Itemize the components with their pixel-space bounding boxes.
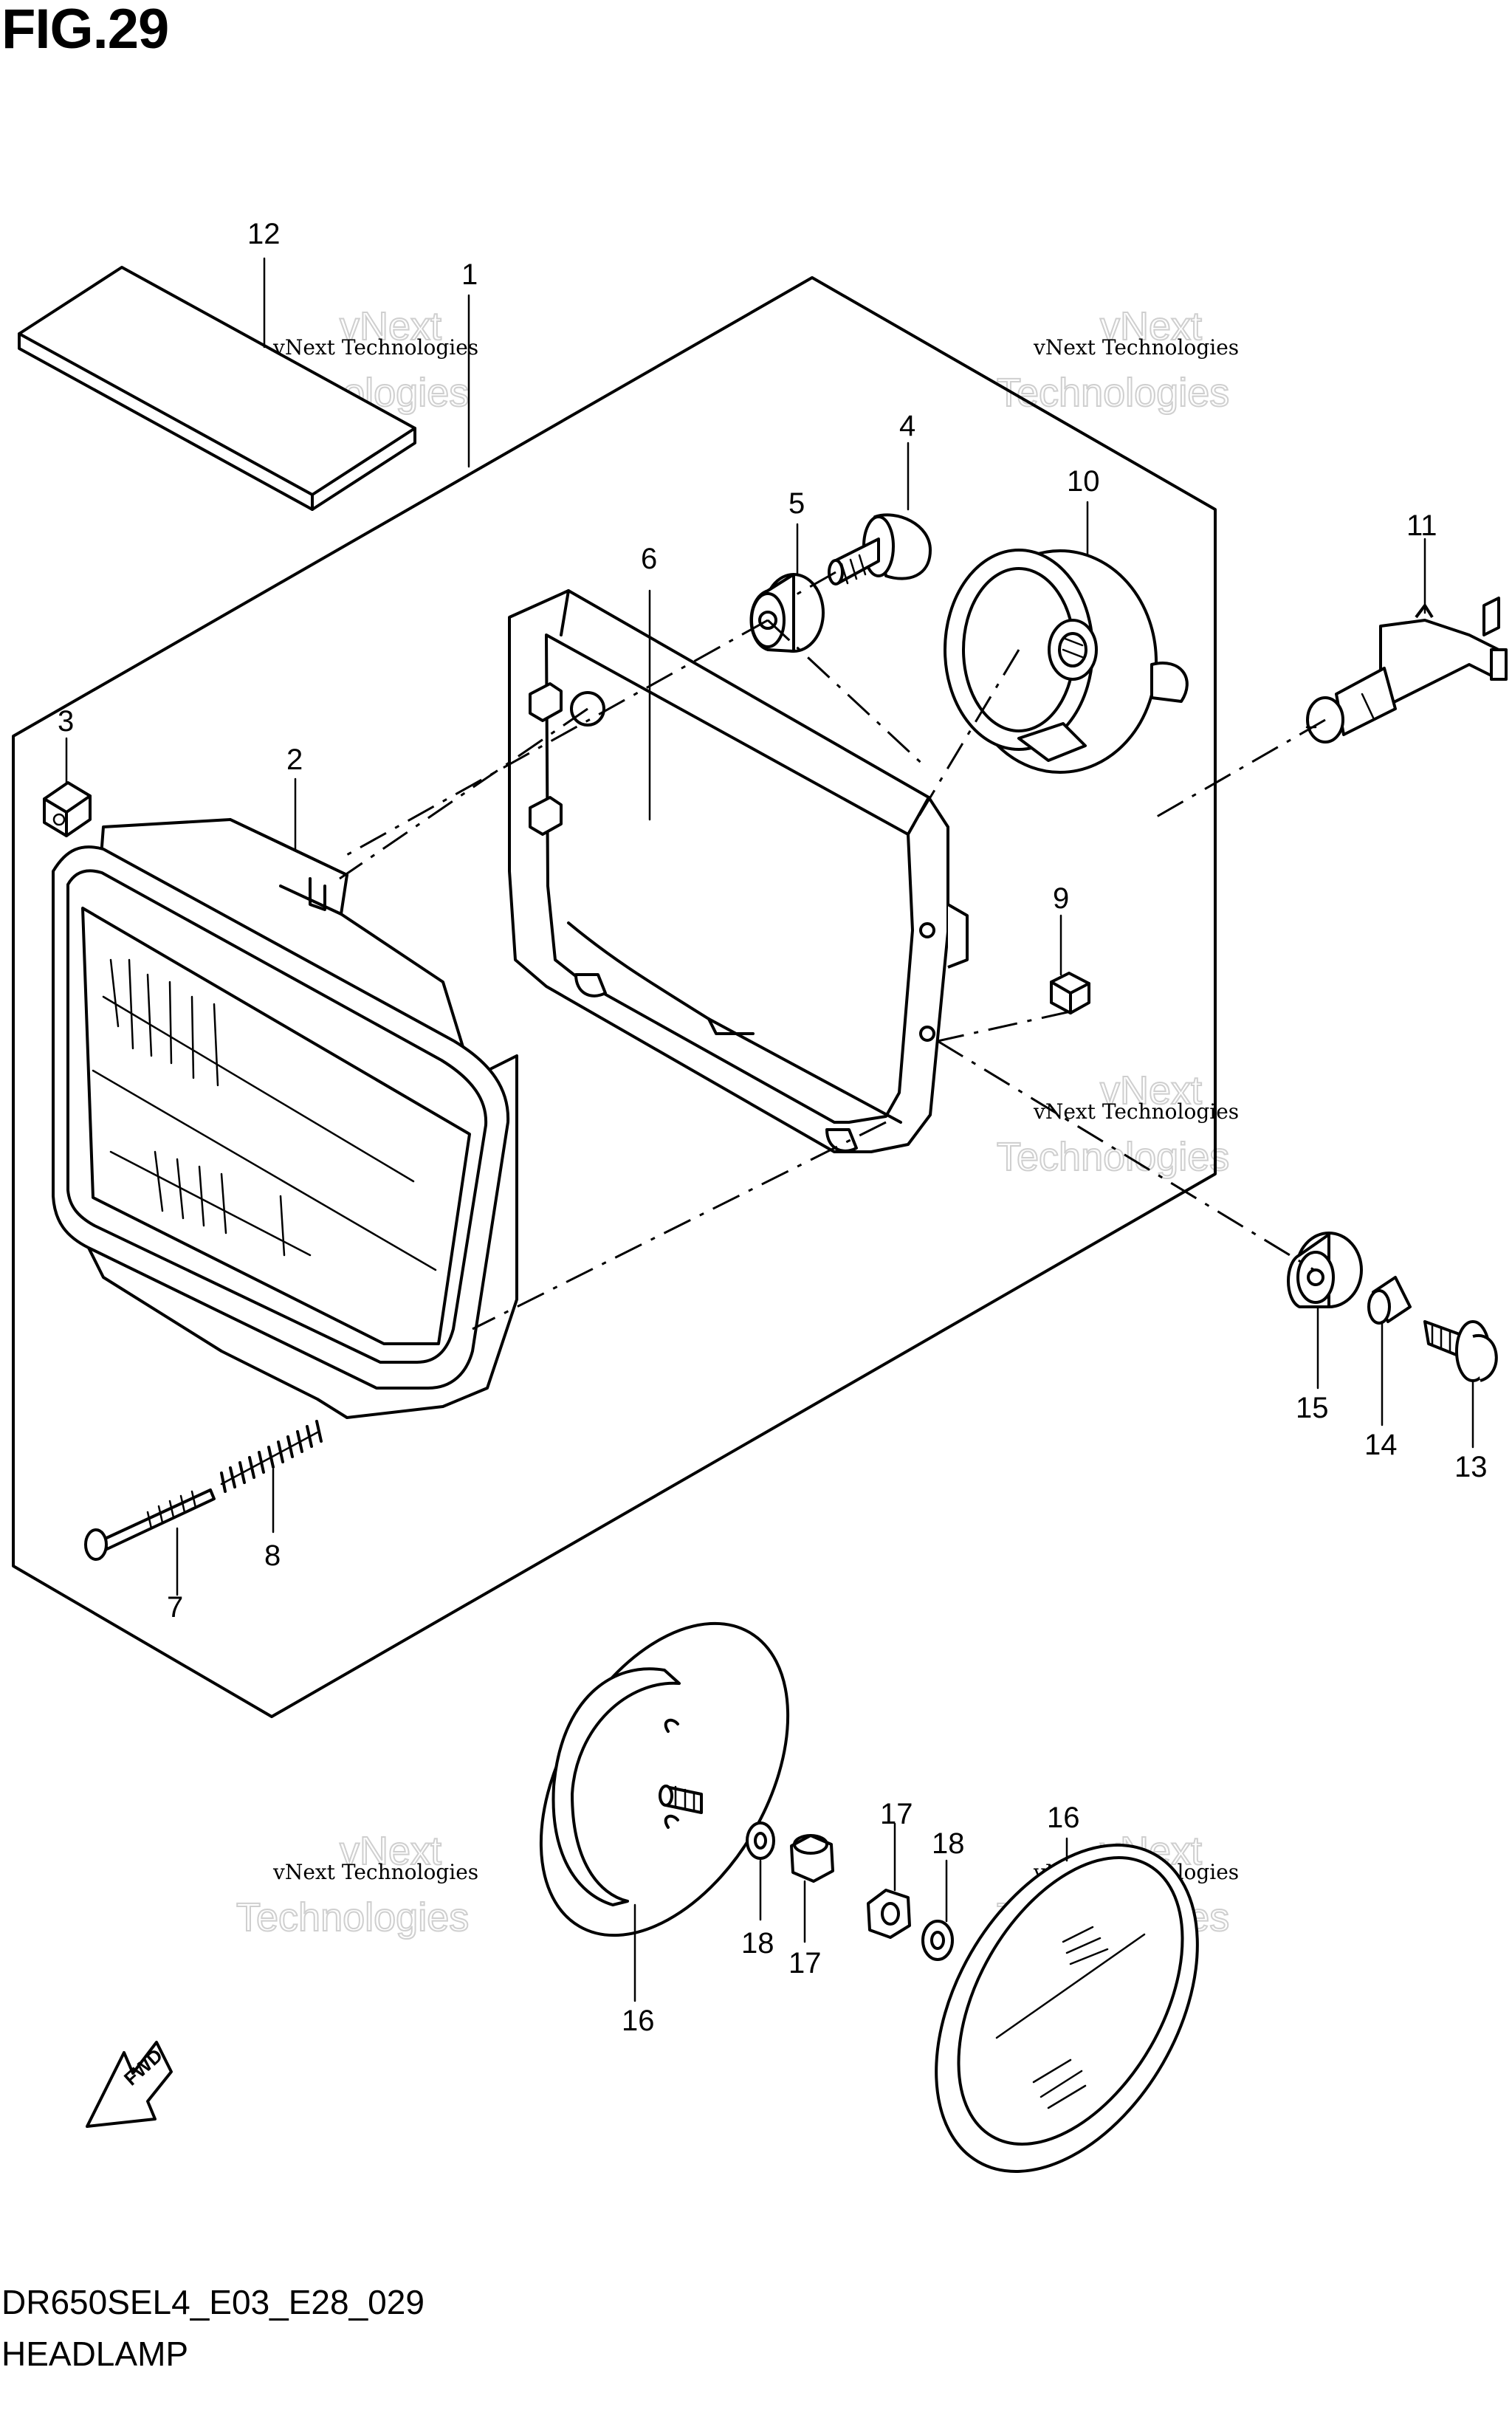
part-13-bolt: [1423, 1320, 1498, 1382]
part-3-clip-nut: [43, 781, 92, 837]
part-11-bulb: [1305, 597, 1508, 744]
part-17-nut-right: [867, 1889, 911, 1939]
part-16-lens-cover: [935, 1844, 1199, 2173]
part-7-adjusting-screw: [84, 1488, 216, 1561]
svg-text:vNext: vNext: [340, 1829, 441, 1873]
svg-text:vNext: vNext: [1100, 1068, 1202, 1113]
callout-3: 3: [58, 705, 74, 738]
svg-text:vNext Technologies: vNext Technologies: [272, 335, 478, 360]
svg-text:Technologies: Technologies: [997, 371, 1229, 415]
part-18-washer-left: [746, 1821, 775, 1860]
alignment-lines: [339, 571, 1326, 1330]
part-14-collar: [1367, 1276, 1412, 1325]
callout-17-right: 17: [880, 1798, 913, 1830]
callout-2: 2: [286, 744, 303, 776]
part-8-spring: [220, 1420, 323, 1493]
part-9-clip-nut: [1050, 972, 1090, 1014]
callout-11: 11: [1406, 509, 1437, 542]
callout-4: 4: [899, 410, 915, 442]
svg-text:vNext: vNext: [1100, 304, 1202, 348]
callout-numbers: 12 1 4 5 10 11 6 3 2 9 15 14 13 8 7 17 1…: [58, 218, 1488, 2037]
part-18-washer-right: [921, 1920, 954, 1961]
part-16-back-cover: [539, 1621, 790, 1937]
svg-text:vNext: vNext: [340, 304, 441, 348]
svg-text:Technologies: Technologies: [997, 1135, 1229, 1179]
callout-10: 10: [1067, 465, 1100, 498]
watermark-2: vNext Technologies vNext Technologies: [996, 303, 1239, 416]
part-2-headlamp-unit: [52, 818, 518, 1419]
part-17-nut-left: [790, 1834, 834, 1883]
fwd-arrow-icon: FWD: [86, 2041, 173, 2128]
callout-9: 9: [1053, 882, 1069, 915]
callout-12: 12: [247, 218, 281, 250]
callout-13: 13: [1454, 1451, 1488, 1483]
callout-18-right: 18: [932, 1827, 965, 1860]
figure-title: FIG.29: [1, 0, 169, 61]
svg-text:vNext Technologies: vNext Technologies: [1033, 335, 1239, 360]
callout-17-left: 17: [788, 1947, 822, 1979]
assembly-outline: [12, 276, 1217, 1718]
callout-7: 7: [167, 1591, 183, 1624]
part-5-grommet: [749, 573, 825, 653]
callout-5: 5: [788, 487, 805, 520]
svg-text:Technologies: Technologies: [236, 1895, 469, 1940]
diagram-name: HEADLAMP: [1, 2335, 189, 2373]
callout-1: 1: [461, 258, 478, 291]
leader-lines: [65, 257, 1474, 2002]
callout-16-right: 16: [1047, 1802, 1080, 1834]
diagram-code: DR650SEL4_E03_E28_029: [1, 2283, 425, 2321]
part-10-socket-cover: [944, 549, 1189, 774]
watermark-5: vNext Technologies vNext Technologies: [236, 1828, 478, 1940]
callout-6: 6: [641, 543, 657, 575]
svg-text:vNext Technologies: vNext Technologies: [1033, 1099, 1239, 1124]
callout-15: 15: [1296, 1392, 1329, 1424]
callout-18-left: 18: [741, 1927, 774, 1960]
callout-16-left: 16: [622, 2005, 655, 2037]
watermark-4: vNext Technologies vNext Technologies: [996, 1068, 1239, 1180]
part-4-bolt: [828, 513, 932, 585]
svg-text:vNext Technologies: vNext Technologies: [272, 1860, 478, 1884]
callout-14: 14: [1364, 1429, 1398, 1461]
part-12-label-sheet: [18, 266, 416, 511]
part-6-housing-frame: [508, 589, 969, 1153]
callout-8: 8: [264, 1539, 281, 1572]
part-15-grommet: [1287, 1232, 1363, 1308]
